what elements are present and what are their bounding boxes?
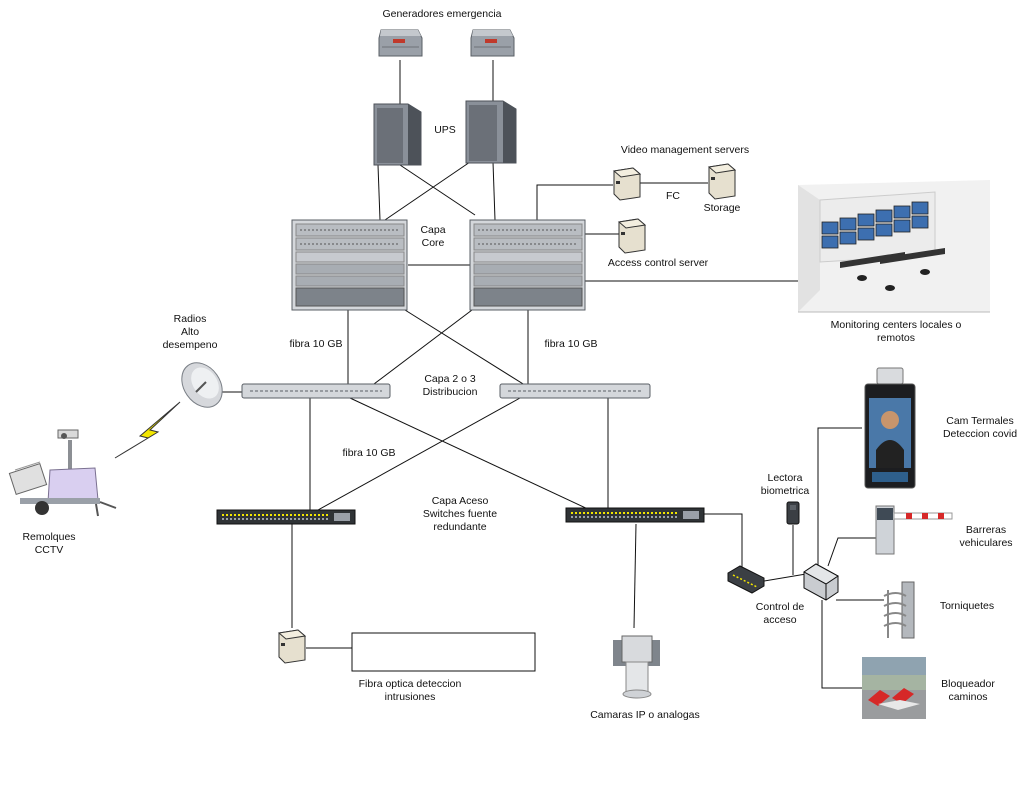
camaras-label: Camaras IP o analogas	[590, 709, 700, 721]
controller-box-icon	[803, 563, 839, 601]
distribution-label: Capa 2 o 3 Distribucion	[422, 373, 478, 398]
radios-label: Radios Alto desempeno	[162, 313, 218, 351]
core-chassis-switch-icon	[469, 219, 586, 311]
server-icon	[617, 218, 647, 254]
thermal-camera-icon	[864, 367, 916, 489]
barrier-icon	[875, 505, 953, 555]
generators-label: Generadores emergencia	[382, 8, 502, 20]
cam-termales-label: Cam Termales Deteccion covid	[942, 415, 1018, 440]
ups-tower-icon	[373, 103, 422, 166]
lightning-link-icon	[114, 401, 181, 459]
fibra-optica-label: Fibra optica deteccion intrusiones	[358, 678, 462, 703]
control-acceso-label: Control de acceso	[755, 601, 805, 626]
biometric-reader-icon	[786, 501, 800, 525]
lectora-label: Lectora biometrica	[760, 472, 810, 497]
access-layer-label: Capa Aceso Switches fuente redundante	[422, 495, 498, 533]
access-switch-icon	[216, 509, 356, 525]
monitoring-room-icon	[798, 180, 990, 313]
cctv-trailer-icon	[8, 429, 117, 517]
fc-label: FC	[666, 190, 680, 202]
fibra-left-label: fibra 10 GB	[289, 338, 343, 350]
video-mgmt-label: Video management servers	[620, 144, 750, 156]
intrusion-server-icon	[277, 629, 307, 664]
storage-icon	[707, 163, 737, 200]
core-chassis-switch-icon	[291, 219, 408, 311]
hub-icon	[727, 565, 765, 594]
fibra-right-label: fibra 10 GB	[544, 338, 598, 350]
bloqueador-label: Bloqueador caminos	[941, 678, 995, 703]
ups-tower-icon	[465, 100, 517, 164]
barreras-label: Barreras vehiculares	[959, 524, 1013, 549]
fibra-mid-label: fibra 10 GB	[342, 447, 396, 459]
distribution-switch-icon	[499, 383, 651, 399]
core-label: Capa Core	[420, 224, 446, 249]
radio-dish-icon	[181, 362, 223, 408]
generator-icon	[470, 29, 515, 57]
turnstile-icon	[883, 581, 915, 639]
remolques-label: Remolques CCTV	[22, 531, 76, 556]
torniquetes-label: Torniquetes	[939, 600, 995, 612]
server-icon	[612, 167, 642, 201]
fiber-intrusion-box	[351, 632, 536, 672]
storage-label: Storage	[703, 202, 741, 214]
road-blocker-icon	[862, 657, 926, 719]
access-server-label: Access control server	[607, 257, 709, 269]
distribution-switch-icon	[241, 383, 391, 399]
ptz-camera-icon	[613, 635, 660, 699]
ups-label: UPS	[434, 124, 456, 136]
generator-icon	[378, 29, 423, 57]
access-switch-icon	[565, 507, 705, 523]
monitoring-label: Monitoring centers locales o remotos	[830, 319, 962, 344]
connection-lines	[222, 60, 884, 689]
